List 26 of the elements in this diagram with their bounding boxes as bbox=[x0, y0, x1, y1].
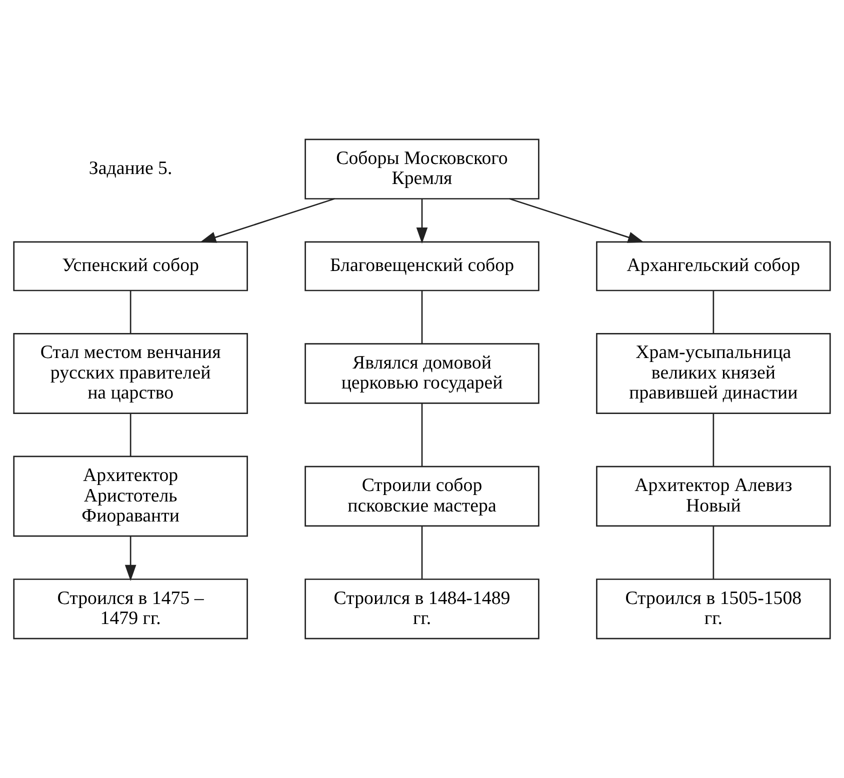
connector bbox=[712, 414, 714, 466]
node-box: Являлся домовой церковью государей bbox=[304, 343, 540, 404]
connector bbox=[421, 403, 423, 466]
connector bbox=[421, 526, 423, 579]
connector bbox=[712, 290, 714, 334]
connector bbox=[130, 414, 132, 456]
node-box: Строился в 1475 – 1479 гг. bbox=[13, 578, 248, 640]
connector bbox=[130, 290, 132, 334]
arrow bbox=[200, 198, 335, 243]
node-box: Соборы Московского Кремля bbox=[304, 138, 540, 200]
connector bbox=[421, 290, 423, 344]
node-box: Строили собор псковские мастера bbox=[304, 466, 540, 527]
node-box: Архитектор Алевиз Новый bbox=[596, 466, 831, 527]
arrow bbox=[124, 536, 136, 582]
node-box: Строился в 1505-1508 гг. bbox=[596, 578, 831, 640]
node-box: Строился в 1484-1489 гг. bbox=[304, 578, 540, 640]
label: Задание 5. bbox=[88, 158, 172, 180]
node-box: Архитектор Аристотель Фиораванти bbox=[13, 456, 248, 537]
node-box: Успенский собор bbox=[13, 241, 248, 292]
arrow bbox=[416, 198, 428, 244]
node-box: Храм-усыпальница великих князей правившей династии bbox=[596, 333, 831, 414]
connector bbox=[712, 526, 714, 579]
arrow bbox=[509, 198, 644, 243]
node-box: Архангельский собор bbox=[596, 241, 831, 292]
node-box: Благовещенский собор bbox=[304, 241, 540, 292]
node-box: Стал местом венчания русских правителей на царство bbox=[13, 333, 248, 414]
